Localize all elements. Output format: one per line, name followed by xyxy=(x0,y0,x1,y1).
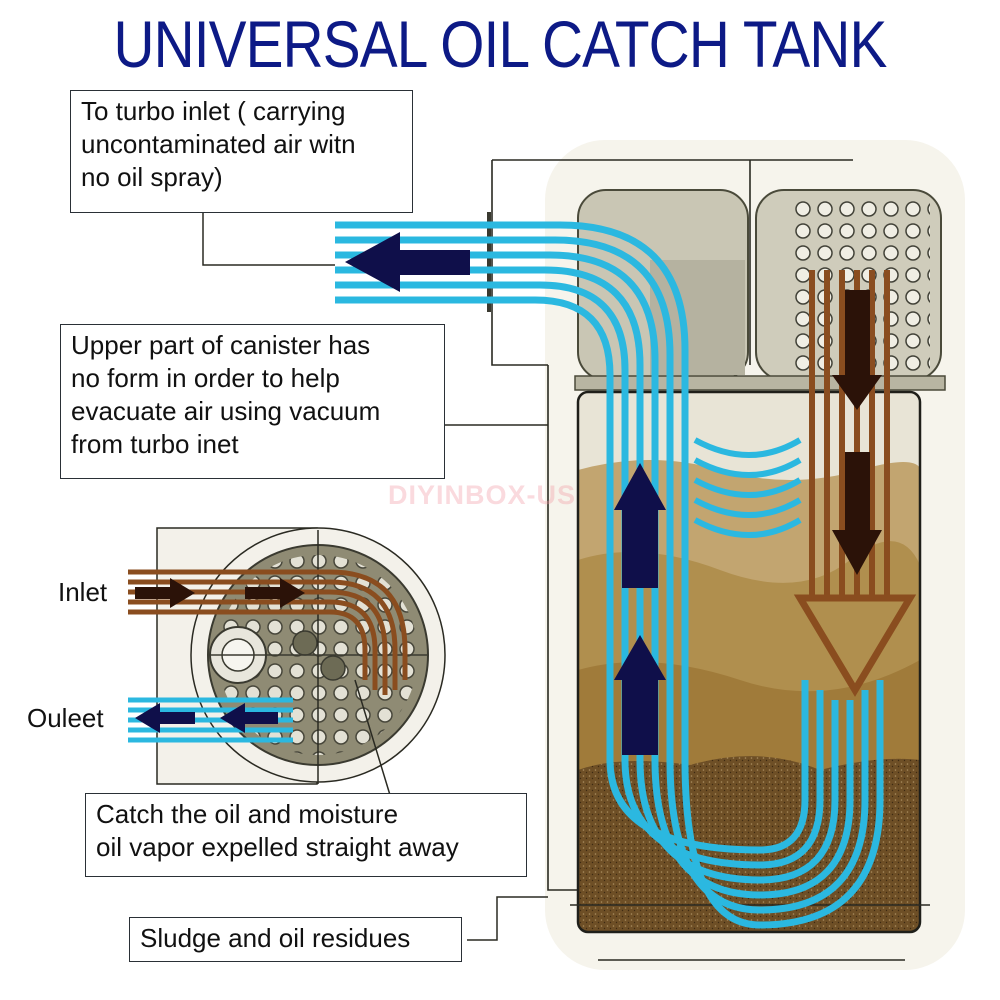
callout-upper-part: Upper part of canister has no form in or… xyxy=(60,324,445,479)
down-arrow-upper xyxy=(832,290,882,410)
inlet-label: Inlet xyxy=(58,577,108,607)
inset-outlet-arrow-2 xyxy=(220,703,278,733)
outer-frame-lines xyxy=(491,159,905,961)
up-arrow-upper xyxy=(614,463,666,588)
callout-sludge: Sludge and oil residues xyxy=(129,917,462,962)
inset-inlet-arrow-1 xyxy=(135,578,195,608)
leader-lines xyxy=(202,212,548,941)
diagram-title: UNIVERSAL OIL CATCH TANK xyxy=(113,7,887,81)
callout-turbo-inlet: To turbo inlet ( carrying uncontaminated… xyxy=(70,90,413,213)
watermark: DIYINBOX-US xyxy=(388,480,577,510)
inset-outlet-arrow-1 xyxy=(135,703,195,733)
callout-catch-oil: Catch the oil and moisture oil vapor exp… xyxy=(85,793,527,877)
hollow-down-arrow xyxy=(793,594,917,697)
up-arrow-lower xyxy=(614,635,666,755)
down-arrow-lower xyxy=(832,452,882,575)
inset-oily-lines xyxy=(128,569,408,695)
outlet-label: Ouleet xyxy=(27,703,104,733)
tank-outline xyxy=(576,390,922,934)
outflow-arrow-left xyxy=(345,232,470,292)
vapor-wave-lines xyxy=(693,437,802,538)
inset-top-view xyxy=(128,527,446,785)
clean-air-flow-lines xyxy=(335,221,884,929)
inset-inlet-arrow-2 xyxy=(245,578,305,608)
